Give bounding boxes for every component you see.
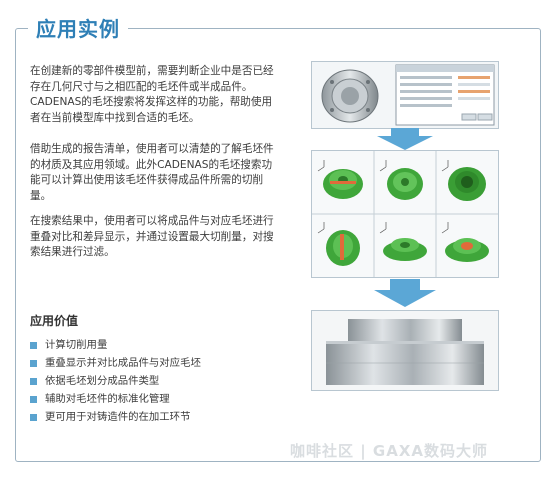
value-item-label: 依据毛坯划分成品件类型 (45, 375, 160, 387)
model-and-dialog-image (321, 64, 495, 126)
value-heading: 应用价值 (30, 314, 79, 328)
value-item-label: 更可用于对铸造件的在加工环节 (45, 411, 191, 423)
part-cell (323, 169, 363, 199)
content-frame (15, 28, 541, 462)
down-arrow-icon (377, 128, 433, 150)
value-item: 辅助对毛坯件的标准化管理 (30, 390, 201, 408)
value-item-label: 重叠显示并对比成品件与对应毛坯 (45, 357, 201, 369)
search-dialog-icon (395, 64, 495, 126)
square-bullet-icon (30, 413, 37, 421)
green-parts-image (312, 151, 498, 277)
overlay-comparison-image (311, 310, 499, 391)
down-arrow-icon (374, 279, 436, 307)
cad-model-screenshot (311, 61, 499, 129)
square-bullet-icon (30, 359, 37, 367)
part-cell (445, 238, 489, 262)
report-paragraph: 借助生成的报告清单，使用者可以清楚的了解毛坯件的材质及其应用领域。此外CADEN… (30, 143, 274, 202)
value-item-label: 辅助对毛坯件的标准化管理 (45, 393, 170, 405)
square-bullet-icon (30, 377, 37, 385)
value-item: 依据毛坯划分成品件类型 (30, 372, 201, 390)
part-cell (383, 238, 427, 261)
value-item: 计算切削用量 (30, 336, 201, 354)
search-results-paragraph: 在搜索结果中，使用者可以将成品件与对应毛坯进行重叠对比和差异显示，并通过设置最大… (30, 215, 274, 259)
blank-search-results-grid (311, 150, 499, 278)
value-item: 重叠显示并对比成品件与对应毛坯 (30, 354, 201, 372)
watermark: 咖啡社区 | GAXA数码大师 (290, 442, 489, 460)
flange-part-icon (321, 69, 379, 123)
part-cell (326, 230, 360, 266)
intro-paragraph: 在创建新的零部件模型前，需要判断企业中是否已经存在几何尺寸与之相匹配的毛坯件或半… (30, 65, 274, 124)
square-bullet-icon (30, 341, 37, 349)
value-item: 更可用于对铸造件的在加工环节 (30, 408, 201, 426)
page-title: 应用实例 (28, 13, 128, 42)
overlay-part-icon (326, 319, 484, 385)
part-cell (448, 167, 486, 201)
axis-triad-icon (317, 160, 449, 234)
square-bullet-icon (30, 395, 37, 403)
part-cell (387, 168, 423, 200)
value-item-label: 计算切削用量 (45, 339, 108, 351)
value-list: 计算切削用量 重叠显示并对比成品件与对应毛坯 依据毛坯划分成品件类型 辅助对毛坯… (30, 336, 201, 426)
